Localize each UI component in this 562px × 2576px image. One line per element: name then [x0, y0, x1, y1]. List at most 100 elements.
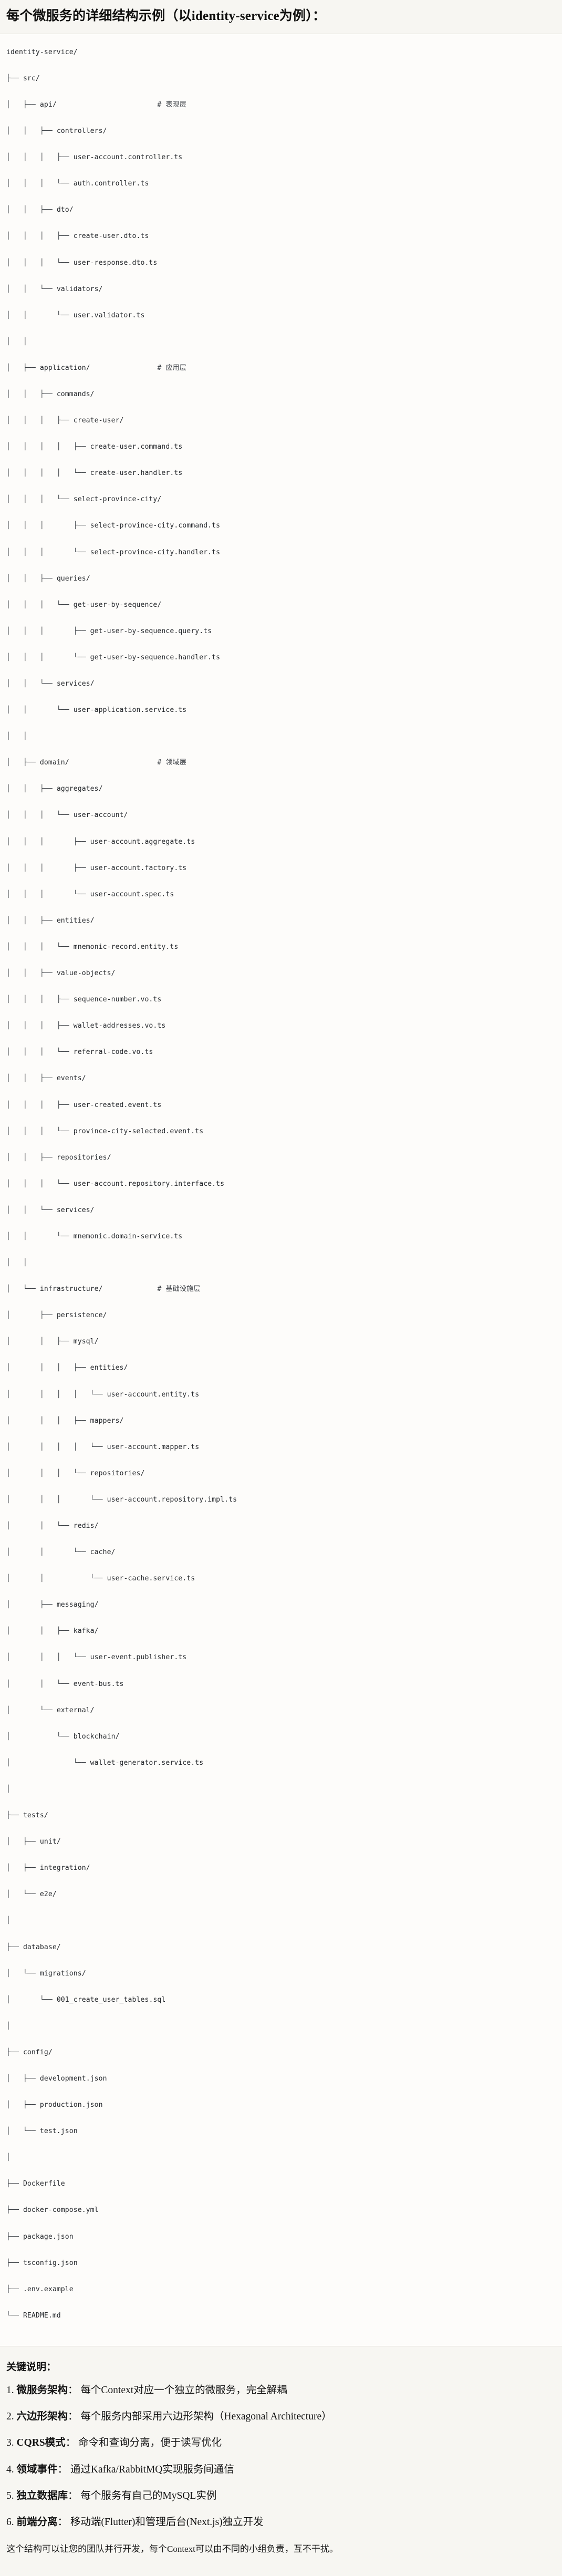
key-note-term: 微服务架构 [16, 2384, 68, 2396]
key-note-index: 5. [6, 2490, 14, 2501]
key-note-separator: ： [68, 2384, 78, 2396]
tree-file-label: package.json [23, 2232, 74, 2241]
tree-branch-glyph: │ │ └── [6, 680, 57, 688]
tree-row: │ │ ├── entities/ [6, 914, 556, 927]
tree-branch-glyph: │ │ │ └── [6, 943, 74, 951]
tree-row: │ │ └── user-application.service.ts [6, 704, 556, 717]
tree-file-label: user-created.event.ts [73, 1101, 162, 1109]
tree-folder-label: domain/ [39, 759, 69, 767]
tree-folder-label: dto/ [56, 206, 74, 214]
key-note-separator: ： [68, 2490, 78, 2501]
tree-folder-label: messaging/ [56, 1601, 99, 1609]
title-band: 每个微服务的详细结构示例（以identity-service为例）： [0, 0, 562, 34]
tree-branch-glyph: └── [6, 2311, 23, 2320]
tree-row: │ │ │ └── get-user-by-sequence.handler.t… [6, 651, 556, 664]
tree-row: │ └── blockchain/ [6, 1730, 556, 1743]
tree-row: │ │ └── validators/ [6, 283, 556, 296]
tree-folder-label: blockchain/ [73, 1732, 120, 1741]
tree-row: │ │ ├── kafka/ [6, 1625, 556, 1638]
tree-spacer-row: │ [6, 1914, 556, 1927]
tree-branch-glyph: │ └── [6, 1758, 90, 1767]
tree-folder-label: api/ [39, 100, 57, 109]
tree-row: │ │ ├── mysql/ [6, 1335, 556, 1348]
tree-branch-glyph: │ │ └── [6, 1206, 57, 1214]
tree-file-label: user-account.factory.ts [90, 864, 187, 872]
tree-layer-comment: # 应用层 [157, 364, 186, 372]
tree-branch-glyph: │ [6, 1917, 11, 1925]
tree-row: │ │ │ └── repositories/ [6, 1467, 556, 1480]
key-note-description: 每个Context对应一个独立的微服务，完全解耦 [80, 2384, 287, 2396]
tree-branch-glyph: │ └── [6, 1706, 57, 1714]
tree-branch-glyph: │ │ └── [6, 1680, 74, 1688]
page-title: 每个微服务的详细结构示例（以identity-service为例）： [6, 9, 326, 23]
tree-file-label: get-user-by-sequence.handler.ts [90, 653, 221, 661]
tree-branch-glyph: │ │ │ └── [6, 1495, 107, 1504]
directory-tree-block: identity-service/ ├── src/ │ ├── api/ # … [0, 34, 562, 2346]
tree-row: │ │ │ ├── wallet-addresses.vo.ts [6, 1019, 556, 1032]
tree-branch-glyph: │ ├── [6, 364, 40, 372]
tree-folder-label: repositories/ [90, 1469, 145, 1477]
tree-folder-label: unit/ [39, 1838, 61, 1846]
tree-row: ├── package.json [6, 2230, 556, 2243]
tree-branch-glyph: │ │ └── [6, 1232, 74, 1240]
tree-row: │ ├── unit/ [6, 1835, 556, 1848]
tree-row: │ ├── development.json [6, 2072, 556, 2085]
tree-branch-glyph: ├── [6, 2206, 23, 2215]
tree-file-label: user-cache.service.ts [107, 1575, 195, 1583]
tree-branch-glyph: │ └── [6, 1285, 40, 1294]
tree-branch-glyph: │ │ ├── [6, 916, 57, 925]
tree-spacer-row: │ │ [6, 335, 556, 348]
tree-branch-glyph: │ │ │ └── [6, 601, 74, 609]
tree-file-label: production.json [39, 2101, 103, 2109]
tree-row: │ └── test.json [6, 2125, 556, 2138]
tree-row: │ ├── domain/ # 领域层 [6, 756, 556, 769]
tree-row: │ └── migrations/ [6, 1967, 556, 1980]
tree-layer-comment: # 领域层 [157, 759, 186, 767]
tree-folder-label: select-province-city/ [73, 495, 162, 504]
key-note-index: 2. [6, 2411, 14, 2423]
tree-row: │ │ ├── value-objects/ [6, 967, 556, 980]
key-notes-footer: 这个结构可以让您的团队并行开发，每个Context可以由不同的小组负责，互不干扰… [6, 2544, 338, 2554]
tree-file-label: user-account.repository.impl.ts [107, 1495, 237, 1504]
tree-file-label: wallet-addresses.vo.ts [73, 1022, 166, 1030]
tree-branch-glyph: │ │ │ └── [6, 811, 74, 820]
key-note-description: 每个服务有自己的MySQL实例 [80, 2490, 217, 2501]
tree-branch-glyph: │ │ ├── [6, 785, 57, 793]
tree-branch-glyph: ├── [6, 2259, 23, 2267]
tree-file-label: create-user.command.ts [90, 443, 183, 451]
tree-row: ├── tests/ [6, 1809, 556, 1822]
tree-row: │ │ │ ├── user-created.event.ts [6, 1099, 556, 1112]
key-note-term: 领域事件 [16, 2464, 58, 2475]
tree-branch-glyph: │ ├── [6, 1864, 40, 1872]
tree-branch-glyph: │ │ │ └── [6, 495, 74, 504]
tree-row: │ │ │ │ └── create-user.handler.ts [6, 467, 556, 480]
tree-row: │ │ └── user-cache.service.ts [6, 1572, 556, 1585]
tree-branch-glyph: │ │ │ │ └── [6, 1390, 107, 1399]
tree-branch-glyph: │ │ │ ├── [6, 153, 74, 162]
key-note-description: 每个服务内部采用六边形架构（Hexagonal Architecture） [80, 2411, 332, 2423]
tree-branch-glyph: │ │ ├── [6, 1074, 57, 1083]
tree-row: │ │ │ ├── mappers/ [6, 1414, 556, 1427]
key-note-index: 1. [6, 2384, 14, 2396]
tree-branch-glyph: │ │ │ └── [6, 1048, 74, 1057]
tree-folder-label: persistence/ [56, 1311, 107, 1320]
tree-file-label: user.validator.ts [73, 311, 145, 319]
key-note-term: CQRS模式 [16, 2437, 66, 2449]
tree-branch-glyph: │ │ │ └── [6, 653, 90, 661]
tree-row: │ │ ├── queries/ [6, 572, 556, 585]
tree-file-label: user-account.spec.ts [90, 890, 174, 898]
key-note-index: 3. [6, 2437, 14, 2449]
tree-row: │ ├── api/ # 表现层 [6, 98, 556, 111]
key-note-index: 6. [6, 2517, 14, 2528]
tree-row: │ │ │ ├── select-province-city.command.t… [6, 519, 556, 532]
tree-row: │ └── infrastructure/ # 基础设施层 [6, 1282, 556, 1296]
tree-file-label: test.json [39, 2127, 78, 2136]
tree-row: │ │ │ └── select-province-city/ [6, 493, 556, 506]
tree-folder-label: repositories/ [56, 1153, 111, 1162]
tree-folder-label: config/ [23, 2048, 53, 2056]
key-note-term: 六边形架构 [16, 2411, 68, 2423]
tree-folder-label: redis/ [73, 1522, 99, 1530]
tree-branch-glyph: │ │ │ ├── [6, 522, 90, 530]
tree-branch-glyph: │ │ │ └── [6, 1127, 74, 1135]
tree-branch-glyph: ├── [6, 2048, 23, 2056]
